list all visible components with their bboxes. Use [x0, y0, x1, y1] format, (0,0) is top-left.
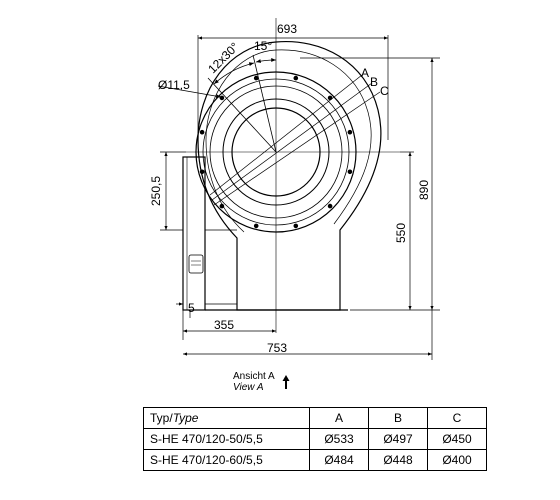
dim-5: [176, 302, 191, 318]
view-a-label-de: Ansicht A: [233, 371, 275, 382]
dim-250-5: [160, 151, 186, 231]
cell-c: Ø400: [427, 449, 487, 471]
fan-technical-drawing: 693 12x30° 15° Ø11,5 A B C 890 550 250,5…: [149, 18, 440, 360]
cell-c: Ø450: [427, 428, 487, 450]
header-a: A: [309, 407, 369, 429]
cell-type: S-HE 470/120-50/5,5: [143, 428, 310, 450]
label-355: 355: [214, 318, 234, 332]
label-550: 550: [394, 223, 408, 243]
bolt-holes: [199, 75, 353, 229]
cell-b: Ø448: [368, 449, 428, 471]
label-693: 693: [277, 22, 297, 36]
side-flange: [182, 156, 237, 311]
label-circle-a: A: [361, 66, 369, 80]
center-lines: [186, 18, 400, 333]
dim-550: [400, 151, 414, 310]
label-angle-spacing: 12x30°: [205, 40, 242, 77]
label-hole-diameter: Ø11,5: [158, 78, 190, 92]
table-header-row: Typ/Type A B C: [143, 407, 487, 429]
view-a-label: Ansicht A View A: [233, 371, 275, 393]
table-row: S-HE 470/120-50/5,5 Ø533 Ø497 Ø450: [143, 428, 487, 450]
label-753: 753: [267, 341, 287, 355]
label-circle-c: C: [380, 84, 389, 98]
dim-355: [182, 318, 276, 340]
label-angle-offset: 15°: [254, 39, 272, 53]
table-row: S-HE 470/120-60/5,5 Ø484 Ø448 Ø400: [143, 449, 487, 471]
label-890: 890: [417, 180, 431, 200]
diameter-table: Typ/Type A B C S-HE 470/120-50/5,5 Ø533 …: [143, 407, 487, 471]
dim-693: [197, 35, 389, 140]
header-type: Typ/Type: [143, 407, 310, 429]
view-a-label-en: View A: [233, 382, 264, 393]
label-250-5: 250,5: [149, 176, 163, 206]
header-c: C: [427, 407, 487, 429]
angle-arcs: [207, 54, 277, 153]
cell-b: Ø497: [368, 428, 428, 450]
label-circle-b: B: [370, 75, 378, 89]
dim-753: [183, 310, 433, 360]
cell-type: S-HE 470/120-60/5,5: [143, 449, 310, 471]
hole-leader: [157, 85, 222, 99]
header-b: B: [368, 407, 428, 429]
view-direction-arrow-icon: [282, 375, 290, 389]
diameter-leaders: [209, 74, 381, 206]
cell-a: Ø533: [309, 428, 369, 450]
label-5: 5: [188, 301, 195, 315]
cell-a: Ø484: [309, 449, 369, 471]
dim-890: [300, 57, 440, 311]
